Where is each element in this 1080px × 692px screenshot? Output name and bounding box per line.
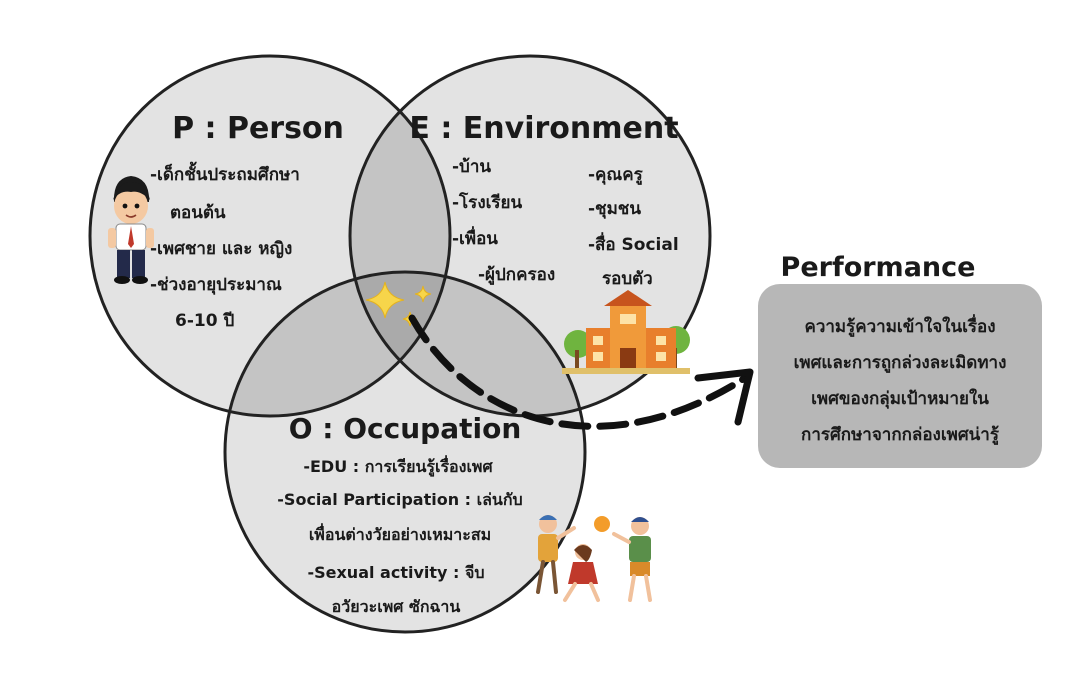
environment-item: -คุณครู	[588, 165, 644, 186]
environment-right-items: -คุณครู -ชุมชน -สื่อ Social รอบตัว	[588, 165, 679, 289]
performance-title: Performance	[781, 252, 976, 283]
arrow-head-icon	[694, 368, 754, 426]
person-item: 6-10 ปี	[175, 310, 234, 331]
person-item: ตอนต้น	[170, 203, 226, 223]
occupation-item: อวัยวะเพศ ซักฉาน	[332, 597, 461, 616]
person-item: -ช่วงอายุประมาณ	[150, 275, 282, 295]
environment-item: -สื่อ Social	[588, 232, 679, 255]
performance-line: เพศของกลุ่มเป้าหมายใน	[811, 388, 989, 409]
person-items: -เด็กชั้นประถมศึกษา ตอนต้น -เพศชาย และ ห…	[150, 161, 300, 331]
overlap-environment-occupation	[350, 272, 585, 416]
children-playing-illustration	[536, 515, 652, 602]
environment-title: E : Environment	[409, 111, 678, 146]
environment-item: -ชุมชน	[588, 199, 641, 219]
occupation-outline	[223, 270, 587, 634]
occupation-items: -EDU : การเรียนรู้เรื่องเพศ -Social Part…	[277, 455, 522, 616]
person-item: -เด็กชั้นประถมศึกษา	[150, 161, 300, 185]
performance-line: การศึกษาจากกล่องเพศน่ารู้	[801, 425, 1000, 446]
arrow-connector	[408, 314, 749, 430]
environment-item: -บ้าน	[452, 157, 491, 177]
overlap-person-occupation	[225, 272, 450, 416]
performance-box	[758, 284, 1042, 468]
school-building-illustration	[562, 290, 690, 374]
environment-item: -เพื่อน	[452, 226, 498, 249]
person-title: P : Person	[172, 111, 344, 146]
occupation-item: -Sexual activity : จีบ	[307, 563, 484, 582]
performance-lines: ความรู้ความเข้าใจในเรื่อง เพศและการถูกล่…	[794, 314, 1007, 446]
environment-item: -ผู้ปกครอง	[478, 265, 555, 286]
performance-line: ความรู้ความเข้าใจในเรื่อง	[804, 314, 995, 338]
environment-item: รอบตัว	[602, 269, 653, 289]
environment-item: -โรงเรียน	[452, 192, 523, 213]
person-item: -เพศชาย และ หญิง	[150, 239, 292, 259]
occupation-item: -Social Participation : เล่นกับ	[277, 490, 522, 509]
occupation-title: O : Occupation	[289, 412, 522, 445]
schoolboy-illustration	[108, 176, 154, 284]
occupation-item: -EDU : การเรียนรู้เรื่องเพศ	[303, 455, 493, 478]
environment-left-items: -บ้าน -โรงเรียน -เพื่อน -ผู้ปกครอง	[452, 157, 555, 286]
performance-line: เพศและการถูกล่วงละเมิดทาง	[794, 353, 1007, 374]
occupation-item: เพื่อนต่างวัยอย่างเหมาะสม	[309, 523, 491, 544]
person-outline	[88, 54, 452, 418]
